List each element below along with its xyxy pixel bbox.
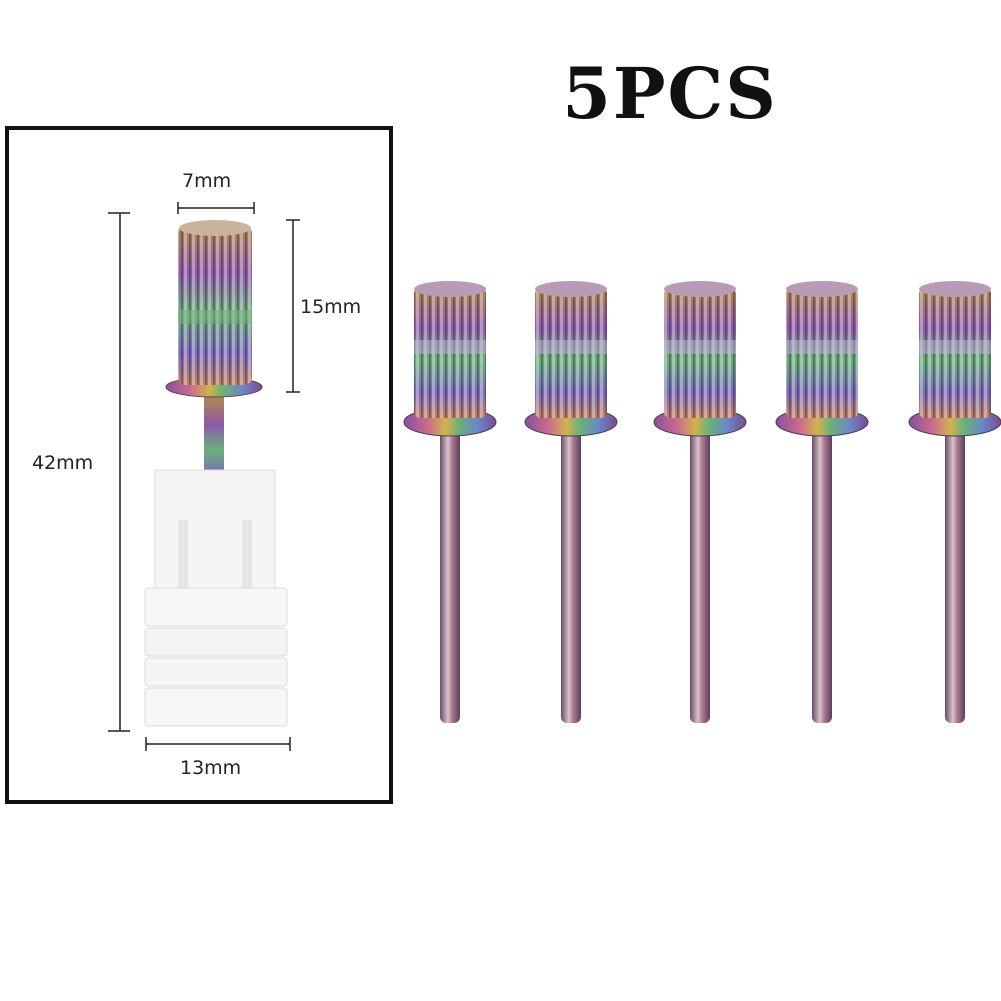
bit-5 — [908, 281, 1001, 723]
bit-4 — [775, 281, 869, 723]
bit-with-base — [144, 220, 288, 727]
head-width-label: 7mm — [182, 170, 232, 192]
dimension-lines — [108, 202, 300, 751]
head-height-label: 15mm — [300, 296, 362, 318]
white-base — [144, 469, 288, 727]
total-length-label: 42mm — [32, 452, 94, 474]
bit-2 — [524, 281, 618, 723]
quantity-title: 5PCS — [562, 52, 778, 135]
bit-1 — [403, 281, 497, 723]
base-width-label: 13mm — [180, 757, 242, 779]
dimension-frame — [5, 126, 393, 804]
bit-3 — [653, 281, 747, 723]
